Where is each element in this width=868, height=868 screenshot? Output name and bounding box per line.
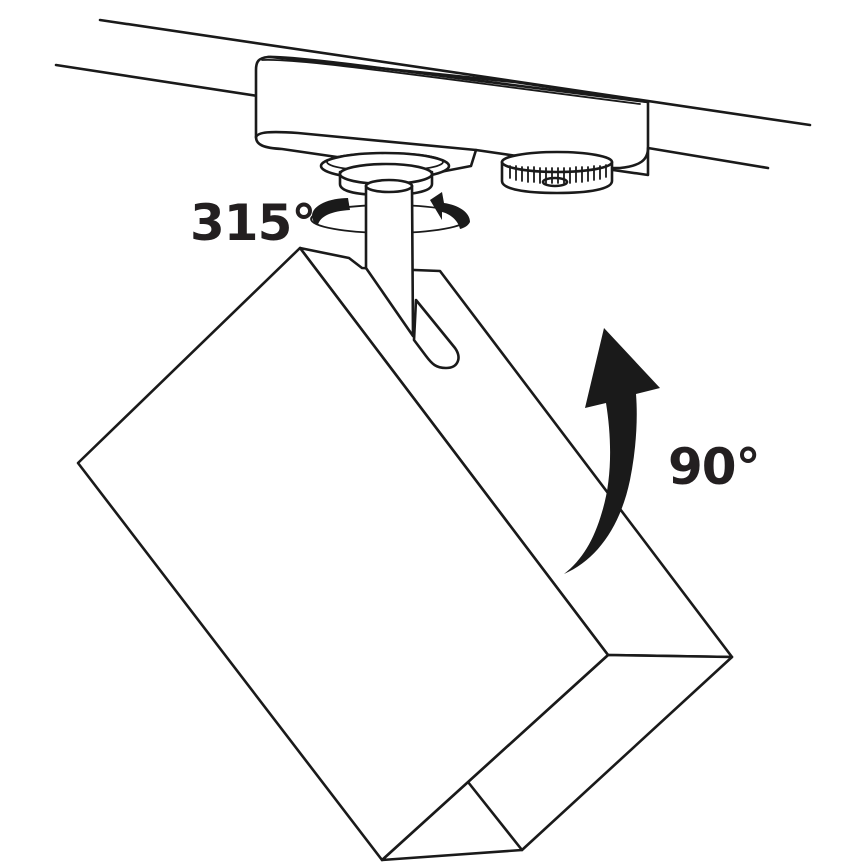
curved-arrow-up-icon [564, 328, 660, 574]
rotation-angle-label: 315° [190, 194, 316, 252]
locking-knob [500, 150, 614, 195]
tilt-slot [412, 298, 460, 370]
track-rail [54, 18, 812, 170]
track-adapter-housing [254, 55, 650, 177]
stem [364, 178, 415, 338]
tilt-angle-label: 90° [668, 438, 761, 496]
lamp-body [76, 246, 734, 862]
